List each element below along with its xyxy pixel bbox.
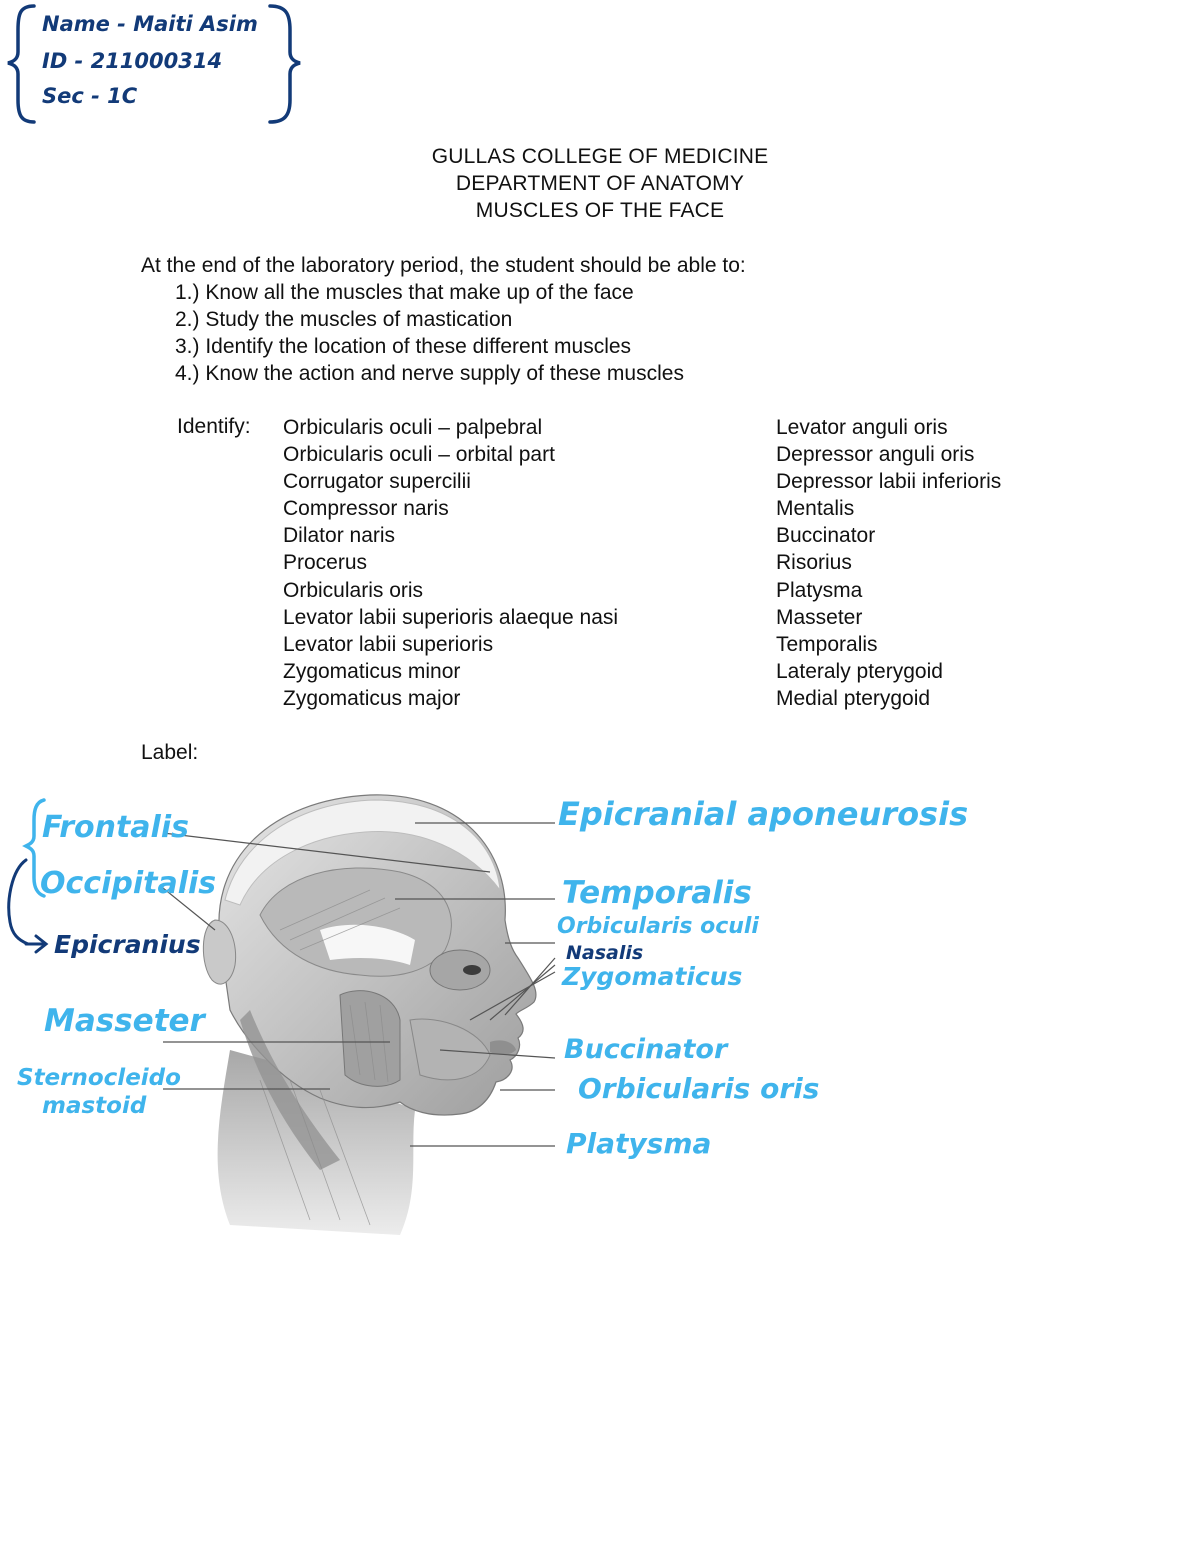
muscle-item: Procerus	[283, 551, 368, 575]
handwritten-label-zygomaticus: Zygomaticus	[562, 962, 743, 991]
muscle-item: Levator anguli oris	[776, 416, 948, 439]
intro-text: At the end of the laboratory period, the…	[141, 254, 746, 277]
muscle-item: Compressor naris	[283, 497, 449, 521]
label-heading: Label:	[141, 741, 199, 764]
handwritten-label-frontalis: Frontalis	[42, 810, 189, 845]
muscle-item: Mentalis	[776, 497, 855, 521]
handwritten-label-occipitalis: Occipitalis	[40, 866, 217, 901]
department-name: DEPARTMENT OF ANATOMY	[455, 172, 745, 195]
muscle-item: Zygomaticus minor	[283, 659, 461, 683]
handwritten-label-buccinator: Buccinator	[564, 1034, 728, 1065]
identify-label: Identify:	[177, 415, 251, 438]
muscle-item: Dilator naris	[283, 524, 396, 548]
handwritten-label-nasalis: Nasalis	[566, 942, 644, 964]
muscle-list-column-1: Orbicularis oculi – palpebral Orbiculari…	[283, 414, 618, 712]
student-section-line: Sec - 1C	[42, 84, 138, 108]
handwritten-label-platysma: Platysma	[566, 1127, 712, 1160]
muscle-item: Platysma	[776, 578, 863, 602]
muscle-item: Buccinator	[776, 524, 876, 548]
muscle-item: Zygomaticus major	[283, 686, 461, 710]
student-name-line: Name - Maiti Asim	[42, 12, 258, 36]
muscle-item: Depressor labii inferioris	[776, 470, 1002, 494]
handwritten-label-epicranial-aponeurosis: Epicranial aponeurosis	[558, 795, 969, 833]
document-title: MUSCLES OF THE FACE	[475, 199, 725, 222]
muscle-item: Masseter	[776, 605, 863, 629]
epicranius-curve	[7, 858, 30, 946]
muscle-item: Risorius	[776, 551, 852, 575]
muscle-item: Orbicularis oris	[283, 578, 424, 602]
arrow-icon	[24, 934, 49, 954]
muscle-item: Levator labii superioris	[283, 632, 494, 656]
muscle-item: Levator labii superioris alaeque nasi	[283, 605, 619, 629]
muscle-item: Temporalis	[776, 632, 878, 656]
handwritten-label-mastoid: mastoid	[42, 1093, 147, 1119]
objective-item: 2.) Study the muscles of mastication	[175, 308, 513, 331]
head-muscles-illustration	[202, 794, 537, 1235]
muscle-item: Medial pterygoid	[776, 686, 931, 710]
handwritten-label-orbicularis-oris: Orbicularis oris	[578, 1072, 820, 1105]
handwritten-label-orbicularis-oculi: Orbicularis oculi	[557, 914, 759, 939]
handwritten-label-temporalis: Temporalis	[562, 875, 752, 911]
muscle-item: Orbicularis oculi – palpebral	[283, 416, 543, 439]
college-name: GULLAS COLLEGE OF MEDICINE	[431, 145, 769, 168]
handwritten-label-masseter: Masseter	[44, 1003, 205, 1039]
objective-item: 4.) Know the action and nerve supply of …	[175, 362, 684, 385]
handwritten-label-epicranius: Epicranius	[54, 930, 201, 959]
muscle-item: Orbicularis oculi – orbital part	[283, 443, 555, 467]
objective-item: 1.) Know all the muscles that make up of…	[175, 281, 634, 304]
student-id-line: ID - 211000314	[42, 49, 223, 73]
muscle-list-column-2: Levator anguli oris Depressor anguli ori…	[776, 414, 1001, 712]
objective-item: 3.) Identify the location of these diffe…	[175, 335, 632, 358]
handwritten-label-sternocleido: Sternocleido	[17, 1065, 181, 1091]
muscle-item: Corrugator supercilii	[283, 470, 471, 494]
student-info-braces	[7, 4, 301, 124]
muscle-item: Lateraly pterygoid	[776, 659, 943, 683]
muscle-item: Depressor anguli oris	[776, 443, 975, 467]
